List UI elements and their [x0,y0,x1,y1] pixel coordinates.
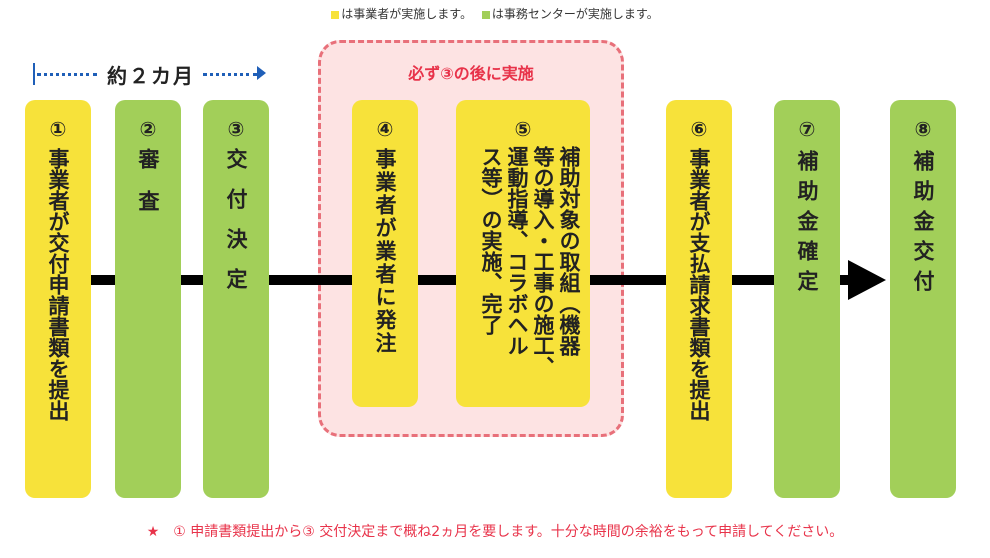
step-3-label: 交付決定 [224,148,248,308]
step-2-number: ② [139,117,157,141]
step-3-number: ③ [227,117,245,141]
step-2-label: 審 査 [136,148,160,211]
step-6-number: ⑥ [690,117,708,141]
step-6: ⑥ 事業者が支払請求書類を提出 [666,100,732,498]
legend-yellow-swatch [331,10,340,19]
legend-green-text: は事務センターが実施します。 [491,7,659,21]
step-5-label: 補助対象の取組（機器 等の導入・工事の施工、 運動指導、コラボヘル ス等）の実施… [478,146,582,377]
step-7-number: ⑦ [798,117,816,141]
step-4: ④ 事業者が業者に発注 [352,100,418,407]
step-8-number: ⑧ [914,117,932,141]
must-after-label: 必ず③の後に実施 [408,64,534,83]
step-6-label: 事業者が支払請求書類を提出 [687,148,711,421]
step-1-number: ① [49,117,67,141]
period-start-tick [33,63,35,85]
legend-green-swatch [481,10,490,19]
step-3: ③ 交付決定 [203,100,269,498]
legend: は事業者が実施します。 は事務センターが実施します。 [0,5,990,22]
period-dotted-line-right [203,73,257,76]
legend-yellow-text: は事業者が実施します。 [341,7,473,21]
footnote: ★ ① 申請書類提出から③ 交付決定まで概ね2ヵ月を要します。十分な時間の余裕を… [146,524,844,540]
step-1: ① 事業者が交付申請書類を提出 [25,100,91,498]
period-indicator: 約２カ月 [33,60,268,88]
step-8: ⑧ 補助金交付 [890,100,956,498]
step-7-label: 補助金確定 [795,150,819,300]
period-label: 約２カ月 [107,64,195,88]
period-dotted-line-left [37,73,97,76]
step-5-label-line-2: 等の導入・工事の施工、 [531,146,555,377]
step-4-label: 事業者が業者に発注 [373,148,397,355]
step-1-label: 事業者が交付申請書類を提出 [46,148,70,421]
step-5-label-line-4: ス等）の実施、完了 [479,146,503,335]
step-5-number: ⑤ [514,117,532,141]
step-5-label-line-3: 運動指導、コラボヘル [505,146,529,356]
step-4-number: ④ [376,117,394,141]
step-5: ⑤ 補助対象の取組（機器 等の導入・工事の施工、 運動指導、コラボヘル ス等）の… [456,100,590,407]
step-2: ② 審 査 [115,100,181,498]
step-5-label-line-1: 補助対象の取組（機器 [557,146,581,356]
step-8-label: 補助金交付 [911,150,935,300]
step-7: ⑦ 補助金確定 [774,100,840,498]
flow-arrow-icon [848,260,886,300]
period-arrow-icon [257,66,266,80]
